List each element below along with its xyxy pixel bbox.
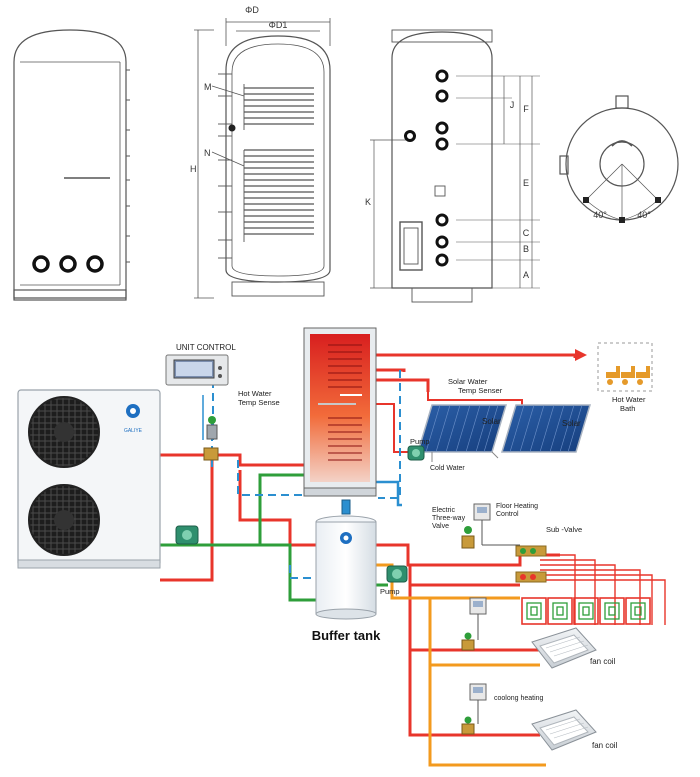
dim-c-label: C [523, 228, 530, 238]
label-n: N [204, 148, 211, 158]
electric-valve-line2: Three-way [432, 515, 466, 522]
heat-pump-unit [17, 389, 161, 569]
solar-water-temp-line1: Solar Water [448, 377, 488, 386]
cold-water-label: Cold Water [430, 465, 465, 472]
solar-label-1: Solar [482, 417, 501, 426]
solar-panel-1 [416, 404, 508, 462]
tank-section-view [194, 18, 331, 299]
hot-water-temp-sense-line1: Hot Water [238, 389, 272, 398]
cold-pipes-dashed [211, 370, 401, 579]
tank-front-view [13, 29, 130, 301]
pump-top-label: Pump [410, 437, 430, 446]
electric-three-way-valve [461, 526, 475, 549]
dim-j-label: J [510, 100, 515, 110]
solar-water-temp-line2: Temp Senser [458, 386, 503, 395]
top-view-markers [583, 197, 661, 223]
floor-heating-line2: Control [496, 511, 519, 518]
fan-coil-unit-2 [531, 709, 597, 751]
manifold [515, 545, 547, 583]
warm-pipes [376, 563, 546, 767]
cold-water-pipe [376, 480, 402, 507]
dim-f-label: F [523, 104, 529, 114]
hot-water-bath [597, 342, 653, 392]
dim-h-label: H [190, 164, 197, 174]
unit-control-label: UNIT CONTROL [176, 343, 236, 352]
buffer-tank-label: Buffer tank [312, 628, 381, 643]
hot-water-tank [303, 327, 377, 497]
dims-right-labels: J F E C B A [510, 100, 530, 280]
dim-phi-d-label: ΦD [245, 5, 259, 15]
pump-bottom-label: Pump [380, 587, 400, 596]
buffer-tank [315, 499, 377, 620]
three-way-valve-left [203, 416, 219, 461]
pump-bottom [386, 565, 408, 583]
side-port-circles [404, 69, 449, 267]
fan-coil-1-label: fan coil [590, 657, 616, 666]
hot-water-temp-sense-line2: Temp Sense [238, 398, 280, 407]
sub-valve-label: Sub -Valve [546, 525, 582, 534]
electric-valve-line3: Valve [432, 523, 449, 530]
dim-a-label: A [523, 270, 529, 280]
port-circle [86, 255, 104, 273]
solar-panel-2 [500, 404, 592, 453]
port-circle [59, 255, 77, 273]
electric-valve-line1: Electric [432, 507, 455, 514]
fan-coil-2-label: fan coil [592, 741, 618, 750]
label-m: M [204, 82, 212, 92]
hot-water-bath-line1: Hot Water [612, 395, 646, 404]
angle-right-label: 40° [637, 210, 651, 220]
flow-arrow-icon [575, 349, 587, 361]
solar-label-2: Solar [562, 419, 581, 428]
tank-side-view [370, 29, 540, 303]
circulation-pump-left [175, 525, 199, 545]
dim-phi-d1-label: ΦD1 [269, 20, 288, 30]
dim-k-label: K [365, 197, 371, 207]
coolong-heating-label: coolong heating [494, 695, 544, 702]
pump-top [407, 445, 425, 461]
angle-left-label: 40° [593, 210, 607, 220]
dim-b-label: B [523, 244, 529, 254]
floor-heating-line1: Floor Heating [496, 503, 538, 510]
hot-water-bath-line2: Bath [620, 404, 635, 413]
fan-coil-thermostat-2 [461, 683, 487, 735]
fan-coil-thermostat-1 [461, 597, 487, 651]
floor-heating-thermostat [473, 503, 520, 546]
sensor-dot [228, 124, 236, 132]
unit-control-panel [165, 354, 229, 386]
brand-label: GALIYE [124, 428, 143, 434]
fan-coil-unit-1 [531, 627, 597, 669]
port-circle [32, 255, 50, 273]
floor-coil-spirals [526, 602, 646, 620]
dim-e-label: E [523, 178, 529, 188]
